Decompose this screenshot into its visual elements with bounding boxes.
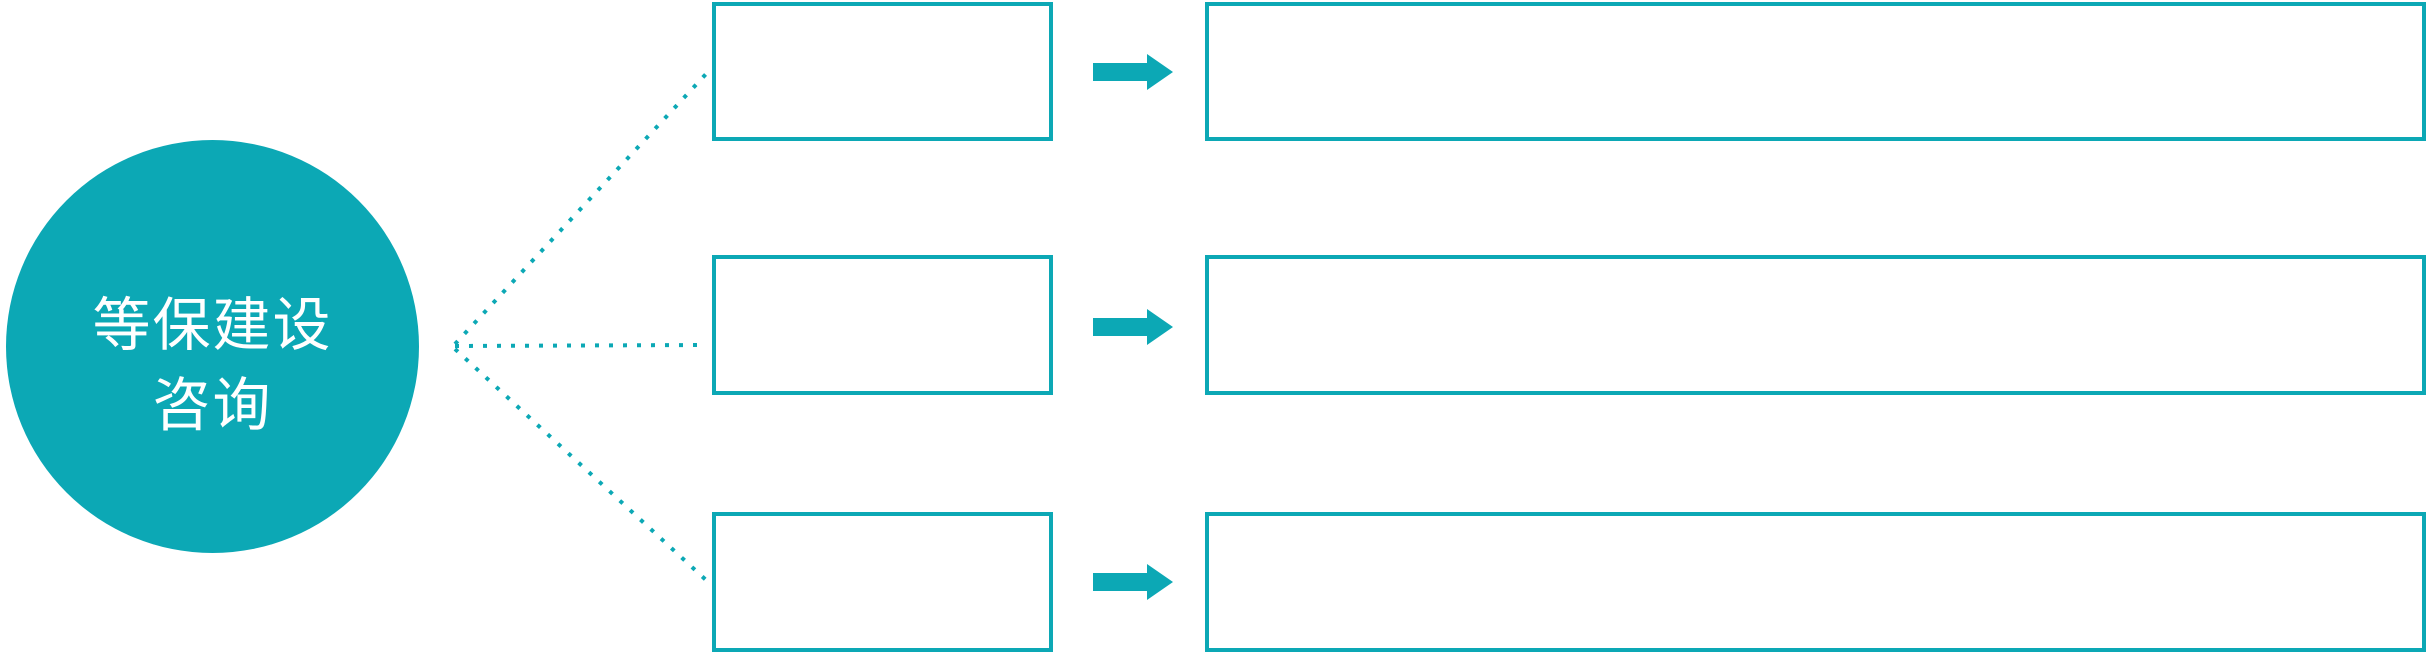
arrow-right-icon <box>1093 564 1173 600</box>
center-circle-label-line1: 等保建设 <box>92 292 333 358</box>
detail-box-2 <box>1205 255 2426 395</box>
step-box-1 <box>712 2 1053 141</box>
detail-box-3 <box>1205 512 2426 652</box>
dotted-ray-bottom <box>453 347 708 582</box>
detail-box-1 <box>1205 2 2426 141</box>
step-box-3 <box>712 512 1053 652</box>
center-circle-label-line2: 咨询 <box>152 372 273 438</box>
step-box-2 <box>712 255 1053 395</box>
center-circle-label: 等保建设 咨询 <box>92 286 332 446</box>
arrow-right-icon <box>1093 54 1173 90</box>
dotted-ray-top <box>453 72 708 346</box>
arrow-right-icon <box>1093 309 1173 345</box>
center-circle-node: 等保建设 咨询 <box>6 140 419 553</box>
dotted-ray-middle <box>454 343 701 348</box>
